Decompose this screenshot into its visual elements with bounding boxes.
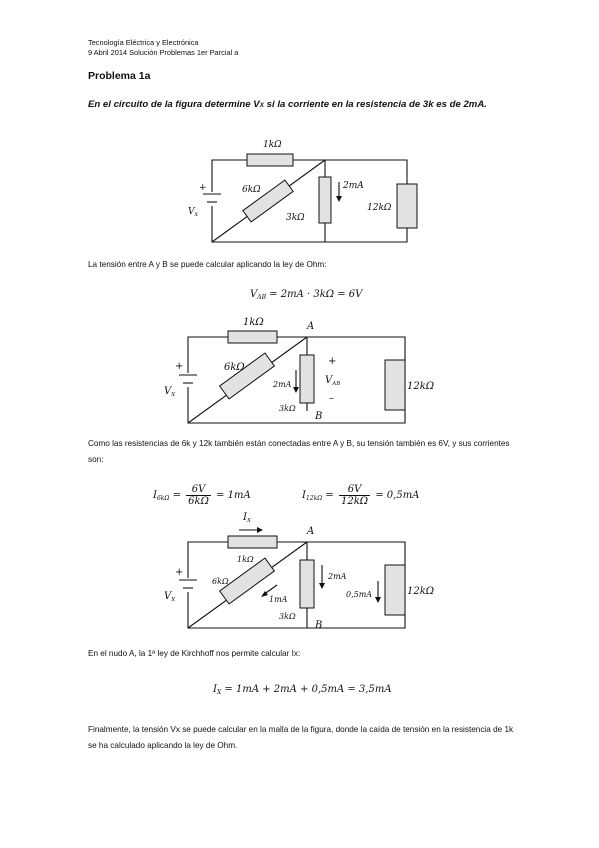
resistor-1k <box>227 535 278 549</box>
label-vab: VAB <box>325 375 340 387</box>
eq-i6-sub: 6kΩ <box>156 495 170 502</box>
resistor-12k <box>384 564 406 616</box>
label-ix: IX <box>242 512 252 524</box>
label-3k: 3kΩ <box>279 612 296 621</box>
eq-ix-lhs: I <box>213 684 217 695</box>
problem-statement: En el circuito de la figura determine VX… <box>88 97 518 113</box>
label-6k: 6kΩ <box>242 185 261 195</box>
eq-i12-lhs: I <box>302 490 306 501</box>
label-05ma: 0,5mA <box>346 590 372 599</box>
circuit-diagram-2: 1kΩ A B + VX 6kΩ 2mA 3kΩ + VAB – 12kΩ <box>164 317 434 424</box>
equation-vab: VAB = 2mA · 3kΩ = 6V <box>250 289 362 301</box>
label-12k: 12kΩ <box>407 586 434 597</box>
resistor-6k <box>218 557 276 605</box>
problem-title: Problema 1a <box>88 70 151 82</box>
statement-part1: En el circuito de la figura determine V <box>88 99 260 110</box>
wire-loop <box>187 336 406 424</box>
label-vx: VX <box>188 207 199 218</box>
resistor-6k <box>218 352 276 400</box>
eq-ix-sub: X <box>216 689 222 696</box>
label-12k: 12kΩ <box>367 203 392 213</box>
eq-i12-result: = 0,5mA <box>375 490 420 501</box>
paragraph-3: En el nudo A, la 1ª ley de Kirchhoff nos… <box>88 649 301 658</box>
label-plus: + <box>175 361 183 372</box>
eq-vab-sub: AB <box>257 294 266 301</box>
header-date: 9 Abril 2014 Solución Problemas 1er Parc… <box>88 48 239 57</box>
label-1k: 1kΩ <box>237 555 254 564</box>
eq-vab-rhs: = 2mA · 3kΩ = 6V <box>269 289 363 300</box>
label-plus: + <box>175 567 183 578</box>
statement-sub: X <box>259 102 265 109</box>
resistor-12k <box>396 183 418 229</box>
resistor-3k <box>318 176 332 224</box>
label-6k: 6kΩ <box>224 362 245 373</box>
paragraph-2: Como las resistencias de 6k y 12k tambié… <box>88 439 510 464</box>
eq-ix-rhs: = 1mA + 2mA + 0,5mA = 3,5mA <box>224 684 392 695</box>
label-node-a: A <box>306 526 314 537</box>
label-vab-minus: – <box>329 393 334 404</box>
label-node-a: A <box>306 321 314 332</box>
label-3k: 3kΩ <box>279 404 296 413</box>
label-node-b: B <box>314 620 322 631</box>
label-1k: 1kΩ <box>243 317 264 328</box>
eq-i12-eq: = <box>325 490 334 501</box>
resistor-6k <box>242 179 294 223</box>
label-vx: VX <box>164 591 176 603</box>
circuit-diagram-3: IX A 1kΩ + VX 6kΩ 1mA 2mA 3kΩ B 0,5mA 12… <box>164 512 434 631</box>
circuit-diagram-1: 1kΩ + VX 6kΩ 3kΩ 2mA 12kΩ <box>188 140 418 243</box>
paragraph-4: Finalmente, la tensión Vx se puede calcu… <box>88 725 514 750</box>
wire-top <box>211 159 408 243</box>
eq-i12-sub: 12kΩ <box>305 495 323 502</box>
label-6k: 6kΩ <box>212 577 229 586</box>
current-arrowhead-1ma <box>261 591 268 597</box>
current-arrowhead-ix <box>257 527 263 533</box>
current-arrowhead-05ma <box>375 597 381 603</box>
resistor-1k <box>246 153 294 167</box>
label-1ma: 1mA <box>269 595 288 604</box>
label-2ma: 2mA <box>272 380 292 389</box>
statement-part2: si la corriente en la resistencia de 3k … <box>264 99 487 110</box>
current-arrowhead-2ma <box>319 583 325 589</box>
eq-i6-lhs: I <box>153 490 157 501</box>
eq-i6-result: = 1mA <box>216 490 251 501</box>
label-plus: + <box>199 183 207 193</box>
resistor-1k <box>227 330 278 344</box>
eq-vab-lhs: V <box>250 289 258 300</box>
equation-ix: IX = 1mA + 2mA + 0,5mA = 3,5mA <box>213 684 392 696</box>
label-2ma: 2mA <box>327 572 347 581</box>
label-vx: VX <box>164 386 176 398</box>
current-arrowhead <box>293 387 299 393</box>
paragraph-1: La tensión entre A y B se puede calcular… <box>88 260 327 269</box>
current-arrowhead <box>336 196 342 202</box>
label-vab-plus: + <box>328 356 336 367</box>
label-2ma: 2mA <box>342 181 364 191</box>
resistor-3k <box>299 354 315 404</box>
label-12k: 12kΩ <box>407 381 434 392</box>
resistor-3k <box>299 559 315 609</box>
label-1k: 1kΩ <box>263 140 282 150</box>
header-course: Tecnología Eléctrica y Electrónica <box>88 38 199 47</box>
resistor-12k <box>384 359 406 411</box>
wire-loop <box>187 541 406 629</box>
eq-i6-eq: = <box>172 490 181 501</box>
label-node-b: B <box>314 411 322 422</box>
label-3k: 3kΩ <box>286 213 305 223</box>
